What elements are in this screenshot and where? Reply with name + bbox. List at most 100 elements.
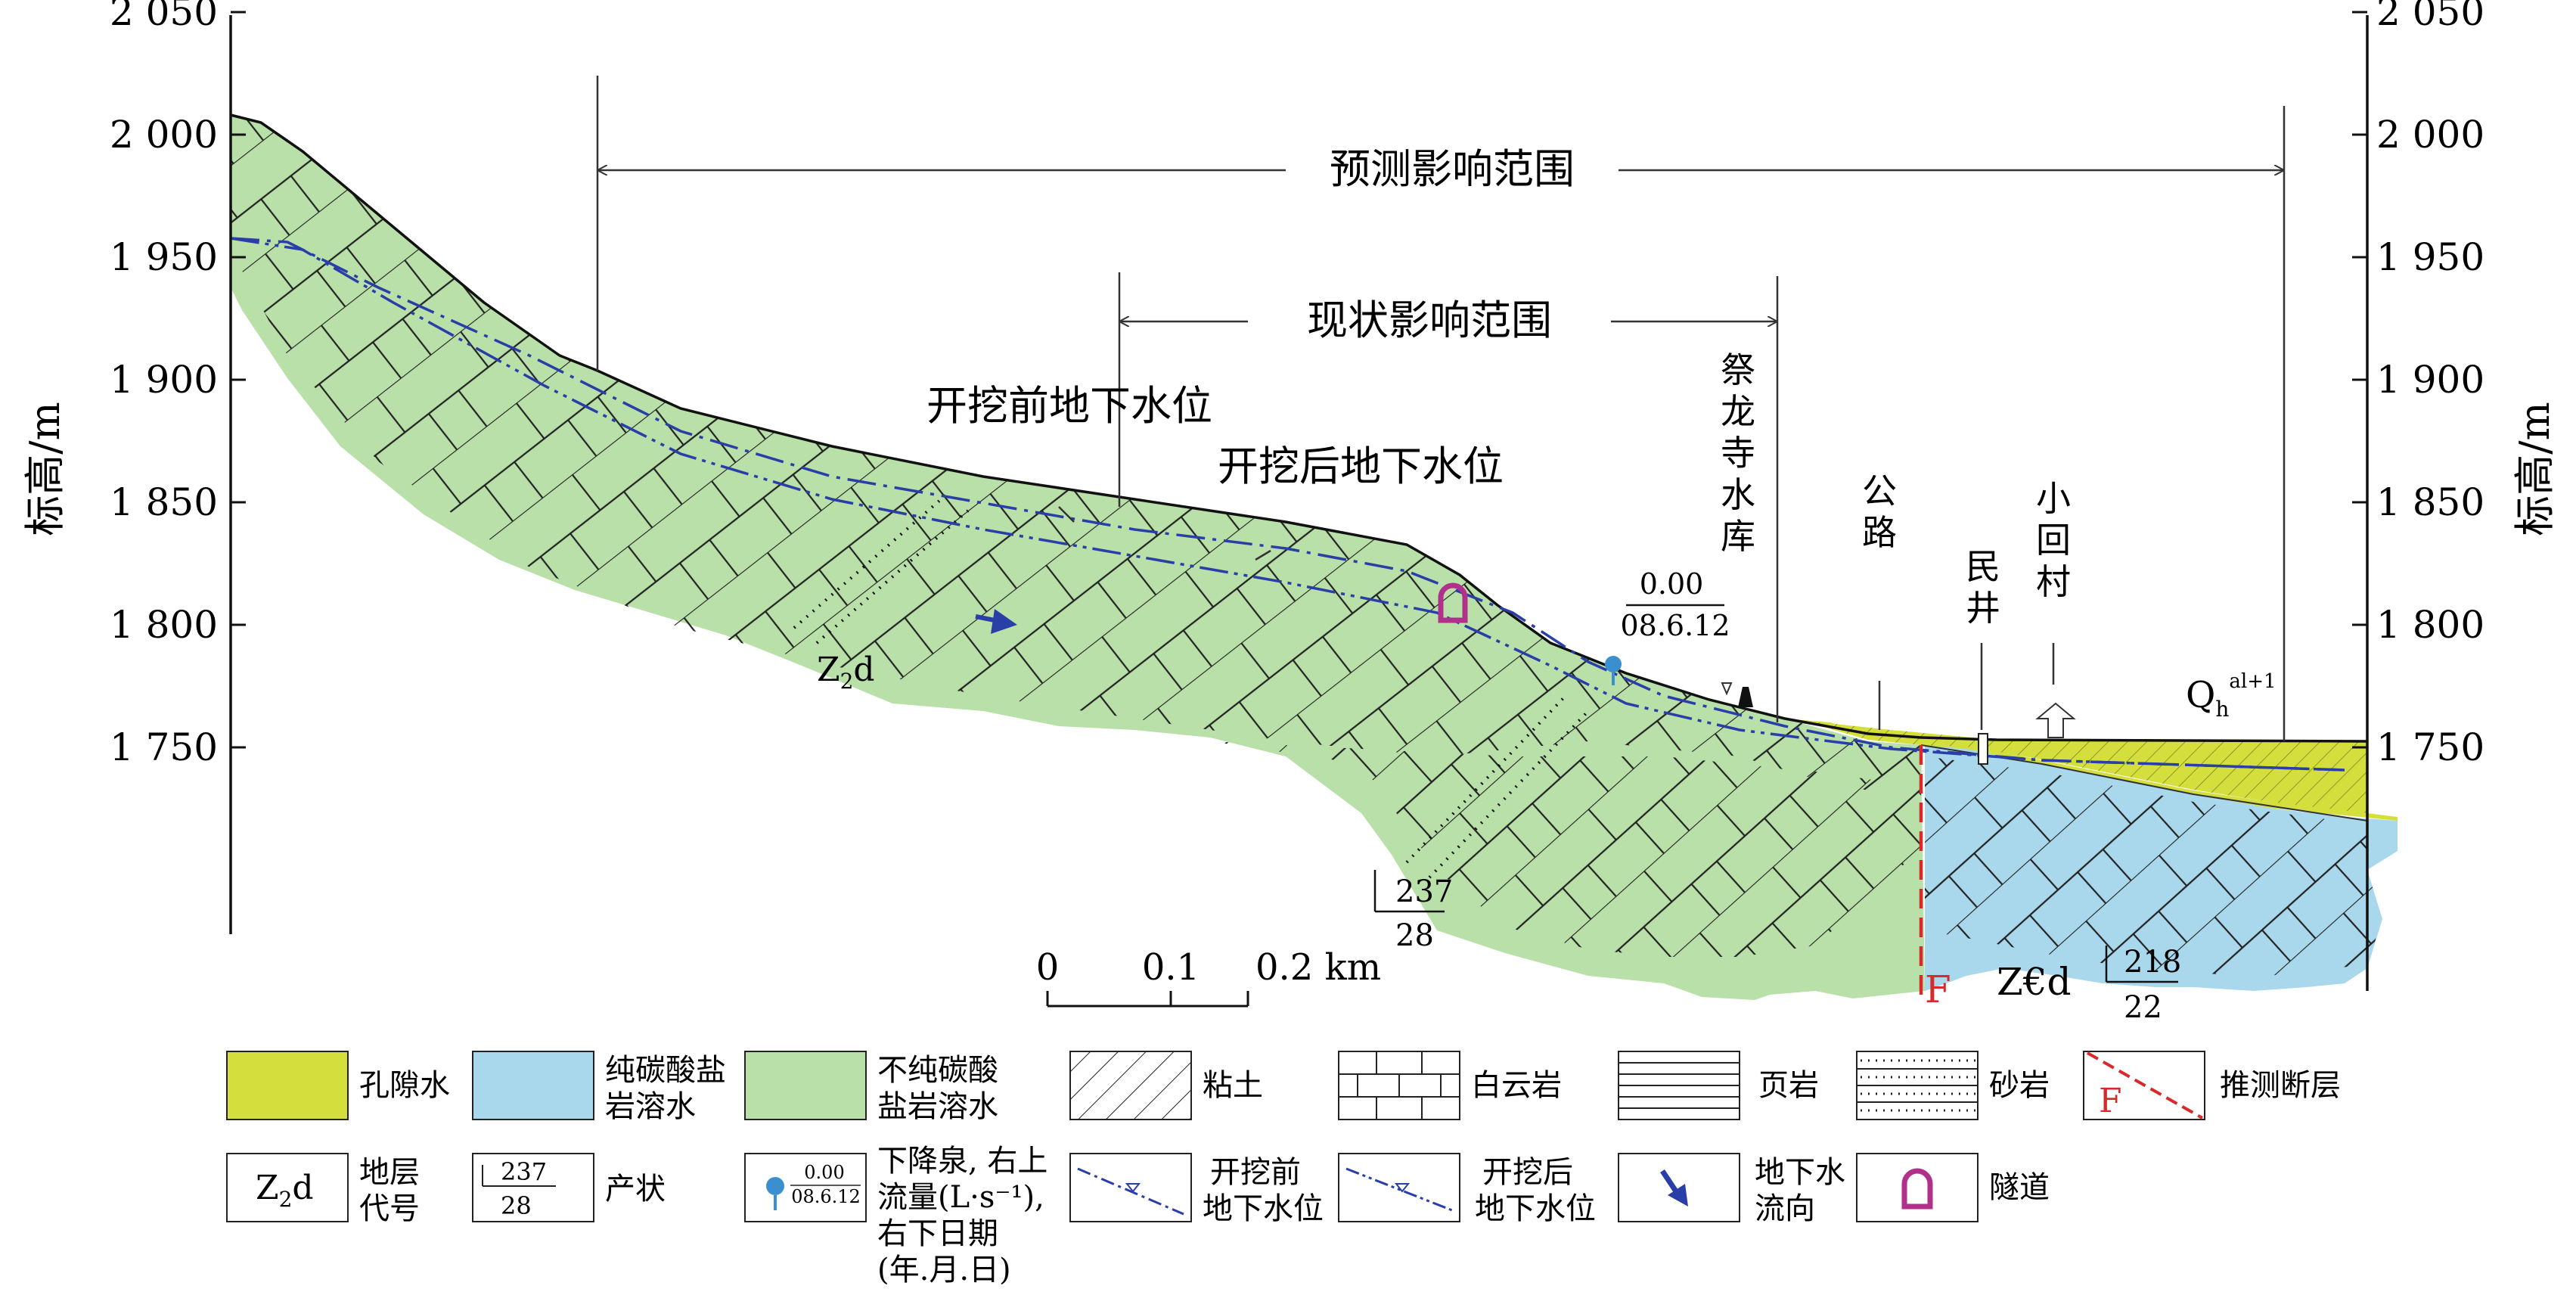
legend-flow-swatch — [1618, 1153, 1740, 1222]
village-arrow — [2035, 702, 2076, 738]
pore-water-hatch — [1800, 720, 2367, 813]
right-tick-label: 1 900 — [2376, 358, 2484, 402]
geology-bodies — [230, 113, 2398, 1000]
spring-flow-label: 0.00 — [1640, 567, 1704, 601]
flow-direction-arrow — [975, 609, 1017, 634]
legend-attitude-label: 产状 — [605, 1172, 666, 1206]
svg-text:218: 218 — [2124, 945, 2181, 980]
svg-text:08.6.12: 08.6.12 — [791, 1186, 861, 1207]
legend-shale-label: 页岩 — [1758, 1068, 1819, 1103]
legend-pore-water-swatch — [226, 1051, 349, 1120]
predicted-range-label: 预测影响范围 — [1330, 145, 1575, 193]
reservoir-char-5: 库 — [1721, 516, 1755, 557]
wl-before-label: 开挖前地下水位 — [926, 382, 1212, 430]
legend-attitude-swatch: 237 28 — [472, 1153, 594, 1222]
well-char-1: 民 — [1966, 546, 2000, 587]
attitude-1: 237 28 — [1373, 870, 1453, 953]
legend-pore-water-label: 孔隙水 — [359, 1068, 450, 1103]
legend-dolomite-label: 白云岩 — [1471, 1068, 1562, 1103]
legend-wl-before-swatch — [1069, 1153, 1192, 1222]
legend-dolomite-swatch — [1338, 1051, 1460, 1120]
scale-bar: 0 0.1 0.2 km — [1036, 946, 1381, 1008]
svg-text:237: 237 — [501, 1157, 547, 1186]
legend-flow-label-2: 流向 — [1755, 1191, 1815, 1226]
scale-tick-2: 0.2 km — [1255, 946, 1381, 989]
legend-spring-swatch: 0.00 08.6.12 — [744, 1153, 867, 1222]
legend-spring-label-2: 流量(L·s⁻¹), — [877, 1180, 1044, 1215]
water-level-after — [230, 237, 2345, 772]
reservoir-char-3: 寺 — [1721, 433, 1755, 474]
current-range-label: 现状影响范围 — [1307, 297, 1552, 344]
svg-text:Z2d: Z2d — [256, 1169, 314, 1212]
reservoir-char-4: 水 — [1721, 474, 1755, 515]
water-level-before — [230, 237, 2345, 772]
village-char-1: 小 — [2036, 478, 2071, 519]
left-tick-label: 1 900 — [110, 358, 218, 402]
legend-shale-swatch — [1618, 1051, 1740, 1120]
legend-clay-label: 粘土 — [1203, 1068, 1263, 1103]
ylabel-left: 标高/m — [21, 402, 69, 536]
legend-pure-carbonate-label-2: 岩溶水 — [605, 1089, 696, 1124]
legend-fault-label: 推测断层 — [2220, 1068, 2341, 1103]
tunnel-symbol — [1438, 582, 1468, 623]
village-char-2: 回 — [2036, 520, 2071, 561]
village-char-3: 村 — [2036, 561, 2071, 602]
right-tick-label: 1 850 — [2376, 480, 2484, 524]
svg-text:22: 22 — [2124, 990, 2162, 1025]
legend-clay-swatch — [1069, 1051, 1192, 1120]
section-labels: 预测影响范围 现状影响范围 开挖前地下水位 开挖后地下水位 祭 龙 寺 水 库 … — [817, 145, 2277, 1025]
reservoir-marker — [1738, 687, 1753, 707]
ground-surface — [230, 113, 2368, 743]
legend-impure-carbonate-swatch — [744, 1051, 867, 1120]
water-level-lines — [230, 237, 2345, 772]
reservoir-char-1: 祭 — [1721, 349, 1755, 390]
dolomite-pattern-upper — [231, 115, 1921, 802]
svg-text:Z2d: Z2d — [817, 651, 875, 694]
dolomite-pattern-lower — [1210, 741, 1921, 957]
legend: 孔隙水 纯碳酸盐 岩溶水 不纯碳酸 盐岩溶水 粘土 白云岩 — [226, 1051, 2341, 1287]
legend-tunnel-label: 隧道 — [1989, 1170, 2050, 1205]
legend-spring-label-3: 右下日期 — [877, 1216, 998, 1251]
legend-pure-carbonate-label-1: 纯碳酸盐 — [605, 1053, 726, 1088]
right-tick-label: 1 950 — [2376, 235, 2484, 279]
strata-z2d-label: Z2d — [817, 651, 875, 694]
road-char-2: 路 — [1862, 512, 1897, 553]
spring-symbol — [1605, 656, 1622, 685]
legend-wl-after-swatch — [1338, 1153, 1460, 1222]
range-markers — [596, 76, 2286, 741]
left-tick-label: 2 050 — [110, 0, 218, 34]
left-tick-label: 2 000 — [110, 113, 218, 157]
fault-label: F — [1925, 967, 1951, 1011]
left-tick-label: 1 850 — [110, 480, 218, 524]
legend-tunnel-swatch — [1856, 1153, 1979, 1222]
legend-wl-after-label-1: 开挖后 — [1482, 1155, 1573, 1190]
svg-text:28: 28 — [1395, 918, 1434, 953]
legend-flow-label-1: 地下水 — [1755, 1155, 1845, 1190]
scale-tick-0: 0 — [1036, 946, 1060, 989]
legend-sandstone-label: 砂岩 — [1989, 1068, 2050, 1103]
reservoir-char-2: 龙 — [1721, 391, 1755, 432]
legend-strata-swatch: Z2d — [226, 1153, 349, 1222]
scale-tick-1: 0.1 — [1142, 946, 1200, 989]
well-char-2: 井 — [1966, 588, 2000, 629]
legend-wl-after-label-2: 地下水位 — [1475, 1191, 1596, 1226]
svg-text:237: 237 — [1395, 874, 1453, 909]
svg-text:0.00: 0.00 — [804, 1162, 844, 1183]
ylabel-right: 标高/m — [2511, 402, 2559, 536]
left-tick-label: 1 800 — [110, 603, 218, 647]
legend-pure-carbonate-swatch — [472, 1051, 594, 1120]
wl-after-label: 开挖后地下水位 — [1218, 443, 1504, 490]
svg-text:F: F — [2099, 1082, 2122, 1120]
legend-impure-carbonate-label-1: 不纯碳酸 — [877, 1053, 998, 1088]
legend-spring-label-4: (年.月.日) — [877, 1253, 1011, 1287]
left-tick-label: 1 750 — [110, 725, 218, 769]
attitude-2: 218 22 — [2105, 945, 2181, 1025]
sandstone-dots — [793, 494, 1590, 879]
legend-strata-label-2: 代号 — [359, 1191, 420, 1226]
strata-qh-label: Qhal+1 — [2186, 670, 2277, 722]
legend-strata-label-1: 地层 — [359, 1155, 420, 1190]
legend-wl-before-label-2: 地下水位 — [1203, 1191, 1324, 1226]
legend-wl-before-label-1: 开挖前 — [1210, 1155, 1301, 1190]
